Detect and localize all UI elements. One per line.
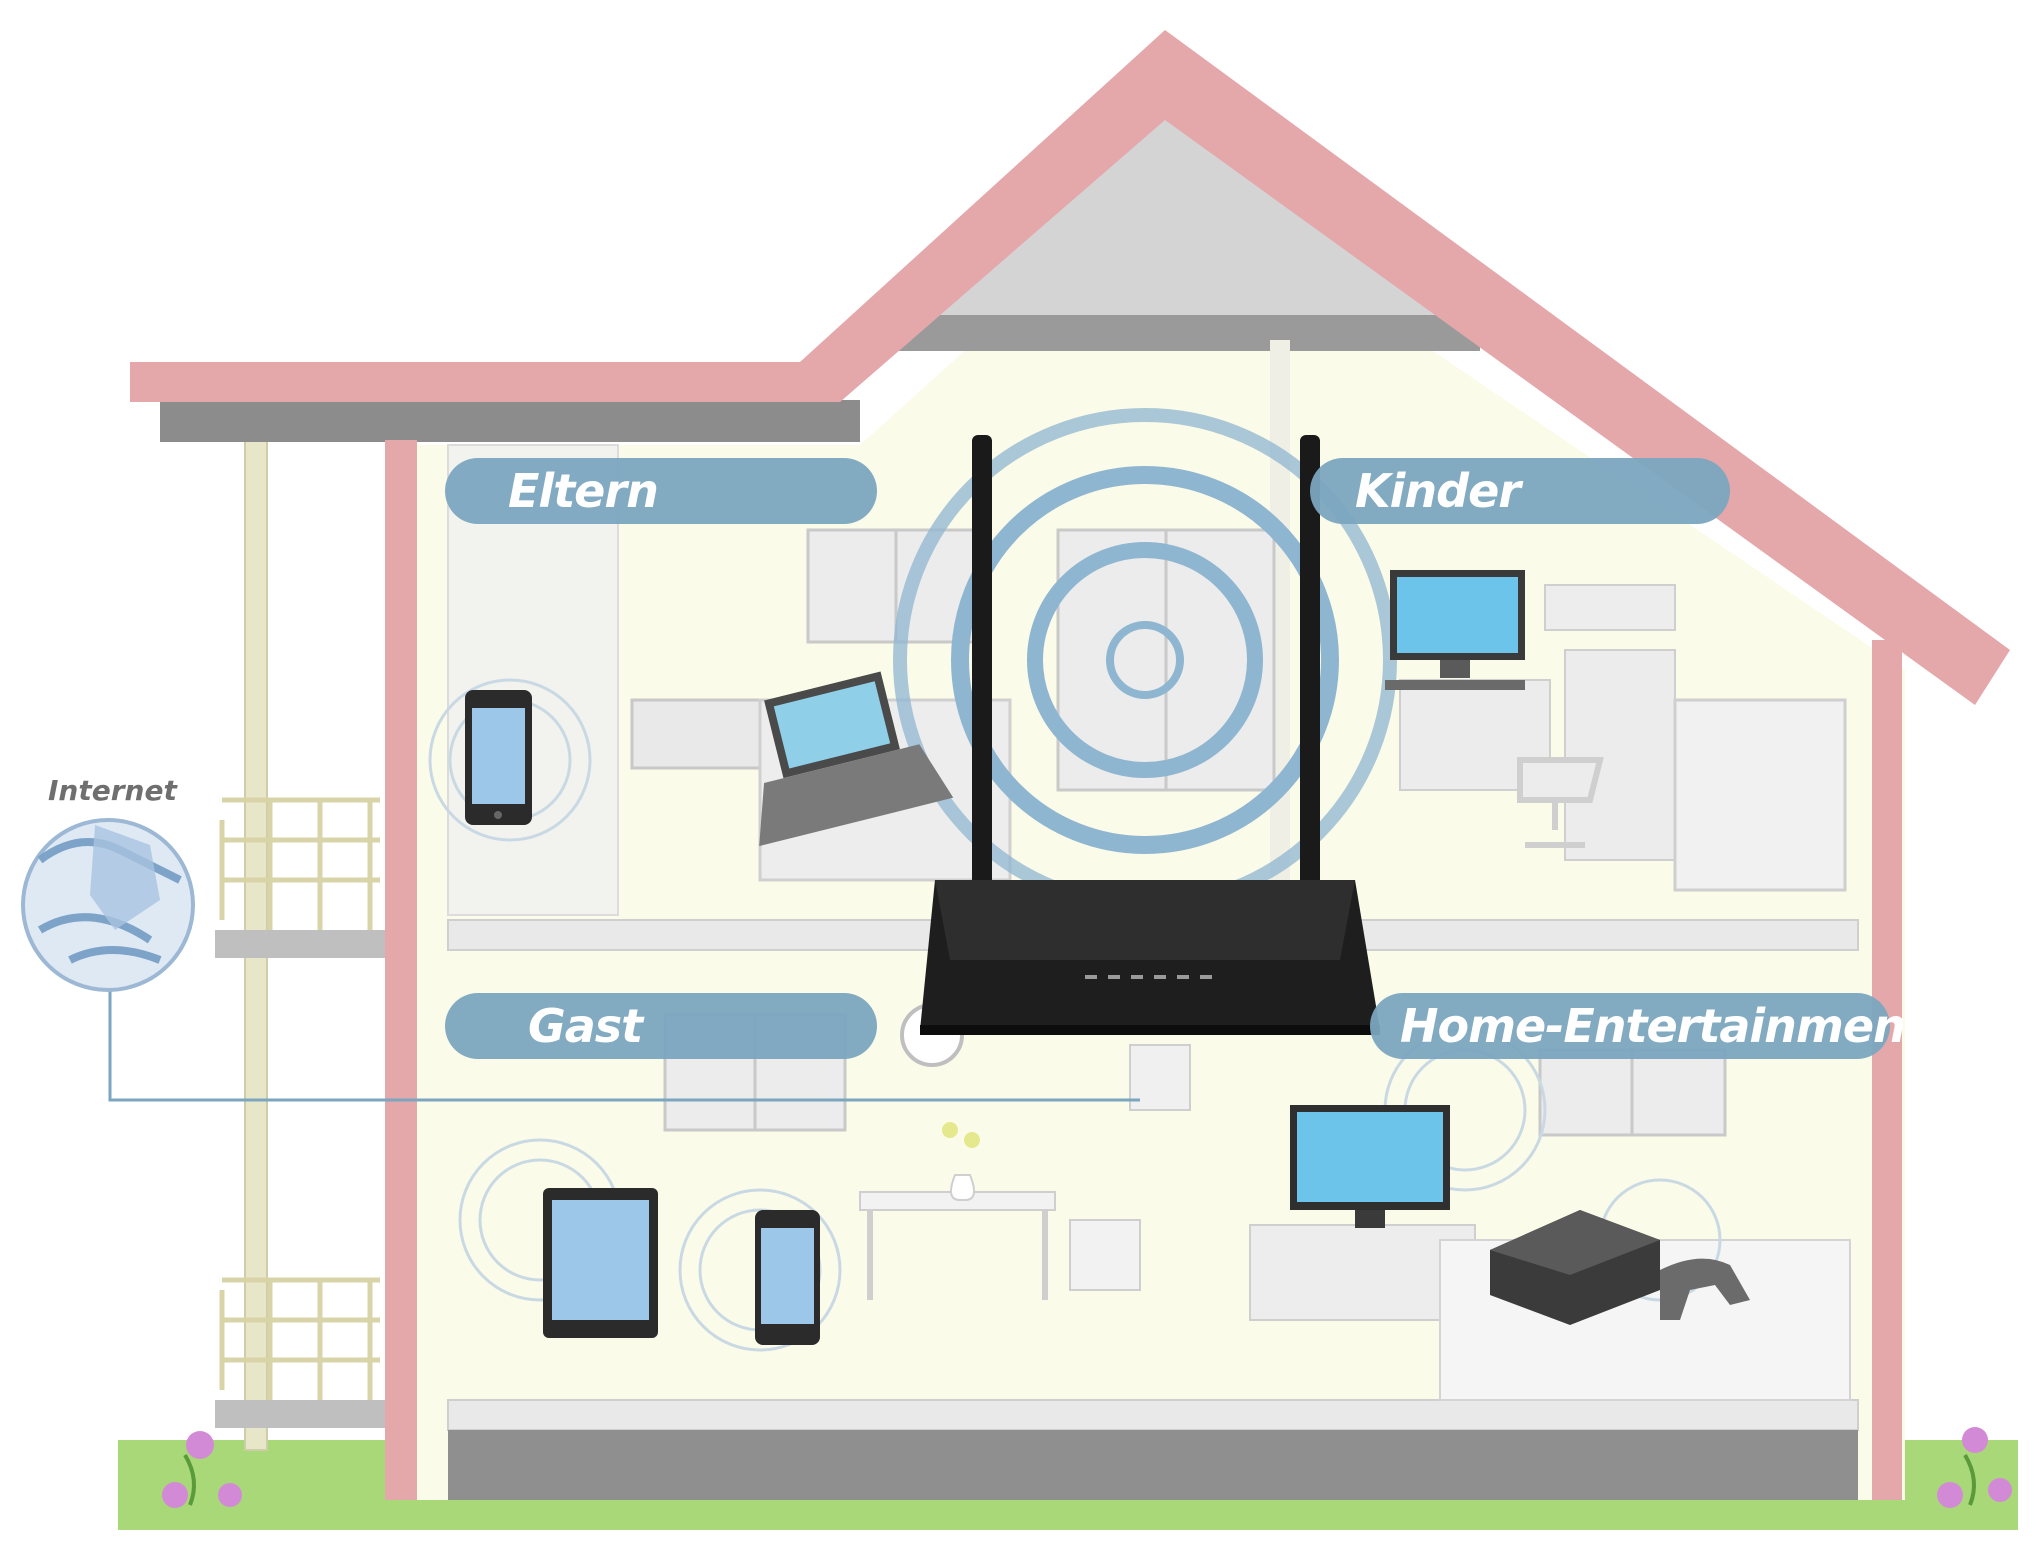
globe-icon <box>23 820 193 990</box>
label-eltern: Eltern <box>508 464 658 518</box>
label-gast: Gast <box>528 999 645 1053</box>
flower-vase <box>951 1175 974 1200</box>
label-kinder: Kinder <box>1355 464 1524 518</box>
balcony-structure <box>215 440 390 1450</box>
tablet-icon <box>543 1188 658 1338</box>
smartphone-icon <box>755 1210 820 1345</box>
smartphone-icon <box>465 690 532 825</box>
tv-icon <box>1290 1105 1450 1228</box>
label-home-entertainment: Home-Entertainment <box>1400 999 1929 1053</box>
label-internet: Internet <box>48 774 178 807</box>
